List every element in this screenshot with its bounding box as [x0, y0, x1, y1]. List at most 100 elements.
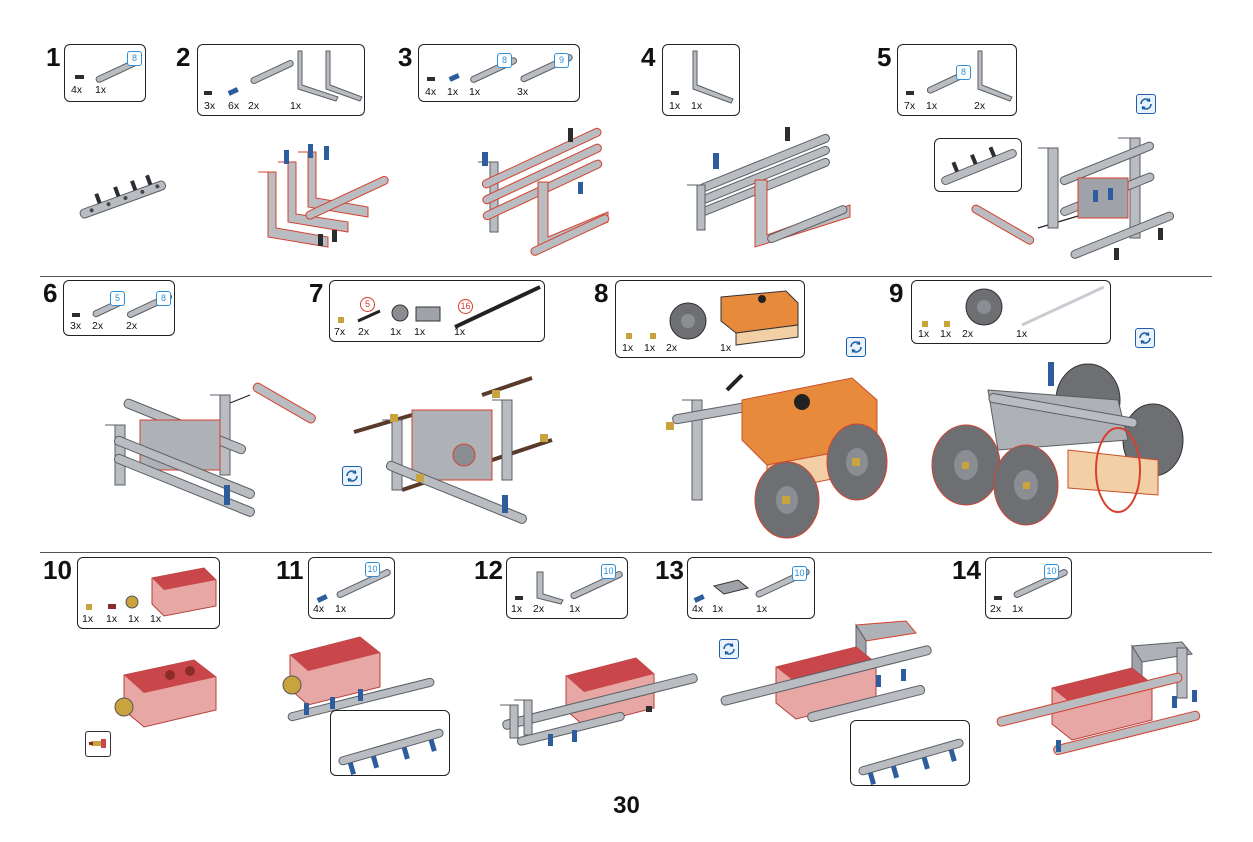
part-quantity: 1x: [1016, 328, 1028, 340]
parts-illustration: [922, 285, 1105, 327]
part-quantity: 2x: [358, 326, 370, 338]
part-quantity: 1x: [150, 613, 162, 625]
step-number: 5: [877, 42, 892, 72]
parts-callout: 10 2x 1x: [985, 557, 1072, 619]
motor-pin-callout-icon: [85, 731, 111, 757]
part-quantity: 4x: [71, 84, 83, 96]
part-quantity: 1x: [669, 100, 681, 112]
part-quantity: 1x: [622, 342, 634, 354]
step-number: 12: [474, 555, 503, 585]
part-size-label: 5: [110, 291, 125, 306]
part-quantity: 1x: [106, 613, 118, 625]
part-size-label: 9: [554, 53, 569, 68]
parts-callout: 8 4x 1x: [64, 44, 146, 102]
parts-callout: 5 16 7x 2x 1x 1x 1x: [329, 280, 545, 342]
part-quantity: 1x: [511, 603, 523, 615]
step-number: 3: [398, 42, 413, 72]
part-size-label: 8: [956, 65, 971, 80]
part-quantity: 4x: [425, 86, 437, 98]
part-quantity: 2x: [92, 320, 104, 332]
rotate-model-icon: [846, 337, 866, 357]
part-quantity: 1x: [644, 342, 656, 354]
part-quantity: 3x: [70, 320, 82, 332]
part-quantity: 1x: [469, 86, 481, 98]
subassembly-illustration: [858, 738, 964, 786]
parts-callout: 8 9 4x 1x 1x 3x: [418, 44, 580, 102]
part-size-label: 8: [156, 291, 171, 306]
assembly-illustration: [258, 144, 389, 248]
part-quantity: 3x: [517, 86, 529, 98]
part-quantity: 1x: [918, 328, 930, 340]
rotate-model-icon: [719, 639, 739, 659]
subassembly-callout: [934, 138, 1022, 192]
parts-callout: 8 7x 1x 2x: [897, 44, 1017, 116]
part-quantity: 1x: [95, 84, 107, 96]
part-quantity: 1x: [82, 613, 94, 625]
part-quantity: 1x: [414, 326, 426, 338]
parts-illustration: [338, 285, 541, 329]
row-divider: [40, 276, 1212, 277]
part-quantity: 1x: [940, 328, 952, 340]
part-size-label: 10: [601, 564, 616, 579]
parts-callout: 3x 6x 2x 1x: [197, 44, 365, 116]
part-quantity: 1x: [926, 100, 938, 112]
parts-callout: 1x 1x 1x 1x: [77, 557, 220, 629]
part-quantity: 1x: [335, 603, 347, 615]
assembly-illustration: [996, 641, 1201, 756]
part-quantity: 6x: [228, 100, 240, 112]
assembly-illustration: [500, 657, 698, 746]
part-quantity: 1x: [447, 86, 459, 98]
pin-part-icon: [338, 317, 344, 323]
parts-illustration: [204, 50, 363, 102]
part-quantity: 1x: [569, 603, 581, 615]
assembly-illustration: [282, 636, 435, 722]
part-quantity: 4x: [692, 603, 704, 615]
parts-callout: 5 8 3x 2x 2x: [63, 280, 175, 336]
assembly-illustration: [720, 620, 932, 723]
part-size-label: 5: [360, 297, 375, 312]
subassembly-callout: [850, 720, 970, 786]
part-quantity: 1x: [756, 603, 768, 615]
part-quantity: 1x: [290, 100, 302, 112]
part-quantity: 2x: [126, 320, 138, 332]
assembly-illustration: [105, 382, 316, 517]
pin-part-icon: [75, 75, 84, 79]
parts-illustration: [906, 50, 1013, 102]
row-divider: [40, 552, 1212, 553]
subassembly-illustration: [338, 728, 444, 776]
part-quantity: 1x: [712, 603, 724, 615]
assembly-illustration: [971, 137, 1175, 260]
step-number: 8: [594, 278, 609, 308]
step-number: 7: [309, 278, 324, 308]
parts-callout: 1x 1x 2x 1x: [615, 280, 805, 358]
page-number: 30: [613, 792, 640, 819]
parts-callout: 10 1x 2x 1x: [506, 557, 628, 619]
parts-callout: 10 4x 1x 1x: [687, 557, 815, 619]
assembly-illustration: [79, 174, 167, 219]
step-number: 10: [43, 555, 72, 585]
parts-callout: 1x 1x: [662, 44, 740, 116]
step-number: 6: [43, 278, 58, 308]
assembly-illustration: [687, 127, 851, 248]
axle-part-icon: [357, 309, 381, 323]
assembly-illustration: [478, 127, 610, 256]
step-number: 2: [176, 42, 191, 72]
part-quantity: 1x: [128, 613, 140, 625]
parts-illustration: [626, 290, 799, 346]
part-quantity: 1x: [454, 326, 466, 338]
rotate-model-icon: [1136, 94, 1156, 114]
gear-part-icon: [391, 304, 409, 322]
part-size-label: 10: [365, 562, 380, 577]
part-quantity: 7x: [334, 326, 346, 338]
part-quantity: 3x: [204, 100, 216, 112]
part-quantity: 1x: [390, 326, 402, 338]
part-size-label: 8: [127, 51, 142, 66]
step-number: 4: [641, 42, 656, 72]
part-size-label: 10: [792, 566, 807, 581]
rotate-model-icon: [342, 466, 362, 486]
assembly-illustration: [931, 362, 1184, 526]
parts-callout: 1x 1x 2x 1x: [911, 280, 1111, 344]
parts-callout: 10 4x 1x: [308, 557, 395, 619]
part-quantity: 2x: [962, 328, 974, 340]
part-size-label: 8: [497, 53, 512, 68]
